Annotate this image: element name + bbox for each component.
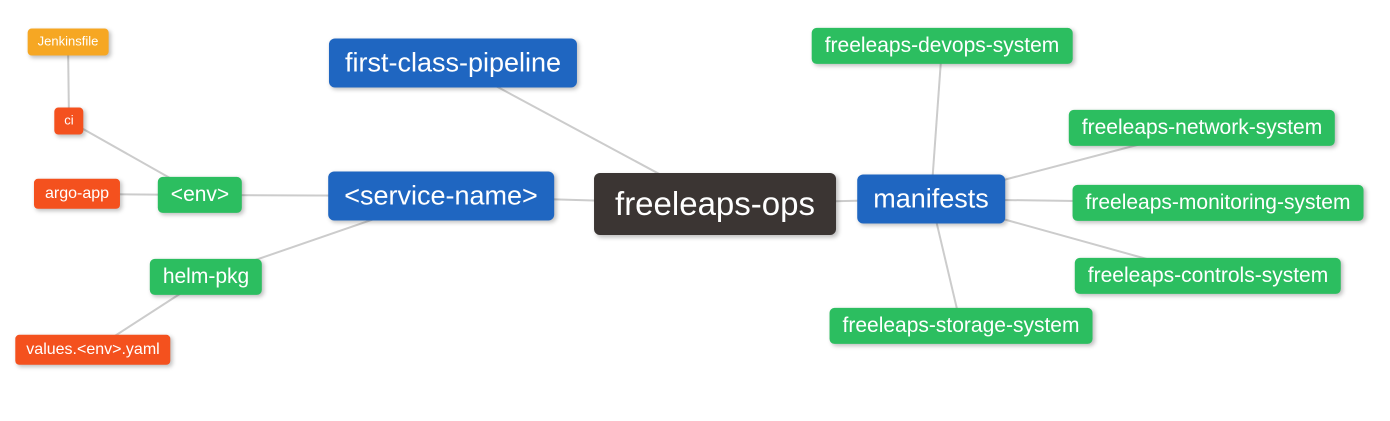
node-freeleaps-storage-system[interactable]: freeleaps-storage-system	[829, 307, 1093, 345]
node-manifests[interactable]: manifests	[857, 174, 1005, 224]
node-freeleaps-network-system[interactable]: freeleaps-network-system	[1068, 109, 1336, 147]
node-service-name[interactable]: <service-name>	[328, 171, 554, 221]
node-freeleaps-ops[interactable]: freeleaps-ops	[594, 173, 836, 235]
node-freeleaps-devops-system[interactable]: freeleaps-devops-system	[811, 27, 1073, 65]
node-env[interactable]: <env>	[157, 176, 243, 214]
node-values-env-yaml[interactable]: values.<env>.yaml	[15, 334, 171, 366]
node-argo-app[interactable]: argo-app	[33, 178, 121, 210]
node-ci[interactable]: ci	[54, 107, 84, 135]
node-first-class-pipeline[interactable]: first-class-pipeline	[328, 38, 578, 88]
node-helm-pkg[interactable]: helm-pkg	[149, 258, 263, 296]
node-freeleaps-monitoring-system[interactable]: freeleaps-monitoring-system	[1072, 184, 1364, 222]
node-jenkinsfile[interactable]: Jenkinsfile	[27, 28, 109, 56]
edge-manifests-freeleaps-devops-system	[930, 45, 943, 200]
node-freeleaps-controls-system[interactable]: freeleaps-controls-system	[1074, 257, 1342, 295]
